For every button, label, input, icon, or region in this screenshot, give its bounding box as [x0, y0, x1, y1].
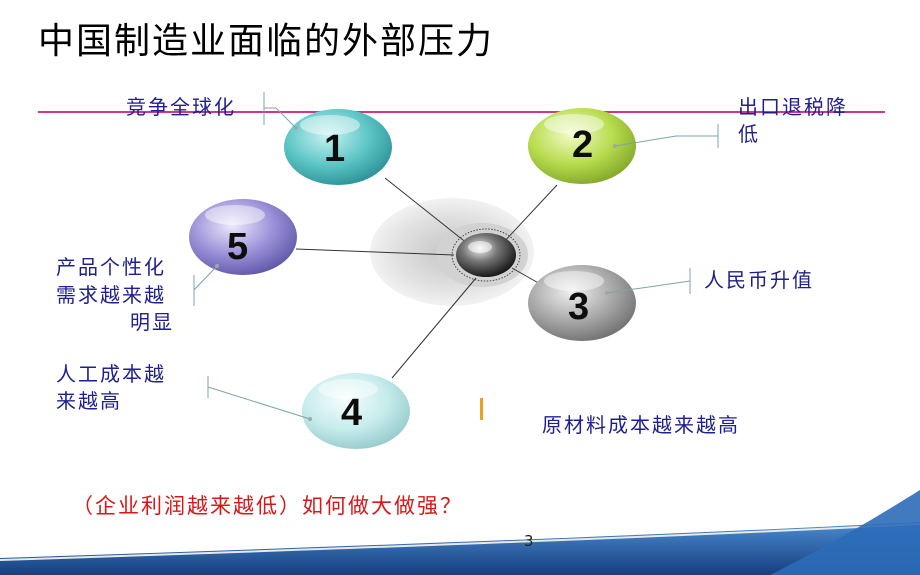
connector-4 — [391, 277, 477, 379]
node-3-sphere — [528, 265, 636, 341]
hub-sphere — [456, 233, 516, 277]
node-4-sphere — [302, 373, 410, 449]
label-node-2-line-1: 出口退税降 — [738, 95, 848, 119]
callout-1 — [263, 92, 297, 129]
node-5-sphere — [189, 199, 297, 275]
connector-2 — [501, 184, 558, 245]
connectors — [295, 177, 558, 379]
label-node-5-line-1: 产品个性化 — [56, 255, 166, 279]
callout-dots — [215, 126, 617, 421]
footer-swoosh-edge — [0, 523, 920, 561]
label-node-4-line-2: 来越高 — [56, 389, 122, 413]
hub-highlight — [468, 241, 492, 253]
label-node-4-line-1: 人工成本越 — [56, 362, 166, 386]
sphere-highlights — [205, 114, 604, 399]
label-node-5-line-3: 明显 — [130, 310, 174, 334]
callout-4 — [207, 376, 311, 420]
orange-marker — [480, 398, 483, 420]
node-1-number: 1 — [324, 128, 346, 170]
node-3-number: 3 — [568, 286, 590, 328]
connector-5 — [295, 248, 455, 256]
slide-title: 中国制造业面临的外部压力 — [38, 21, 495, 62]
callout-2 — [614, 124, 719, 148]
node-1-sphere — [284, 109, 392, 185]
page-number: 3 — [524, 532, 534, 550]
node-5-number: 5 — [227, 226, 249, 268]
connector-1 — [384, 177, 469, 245]
label-node-2-line-2: 低 — [738, 122, 760, 146]
callout-5 — [193, 265, 218, 306]
node-2-sphere — [528, 108, 636, 184]
callouts — [193, 92, 719, 420]
question-text: （企业利润越来越低）如何做大做强？ — [72, 494, 463, 518]
callout-3 — [606, 268, 691, 294]
label-node-5-line-2: 需求越来越 — [56, 283, 166, 307]
node-4-number: 4 — [341, 392, 363, 434]
footer-corner — [770, 490, 920, 575]
label-node-1: 竞争全球化 — [126, 95, 236, 119]
label-node-3: 人民币升值 — [704, 268, 814, 292]
node-2-number: 2 — [572, 124, 594, 166]
hub-ring — [451, 228, 521, 282]
label-raw-materials: 原材料成本越来越高 — [542, 413, 740, 437]
